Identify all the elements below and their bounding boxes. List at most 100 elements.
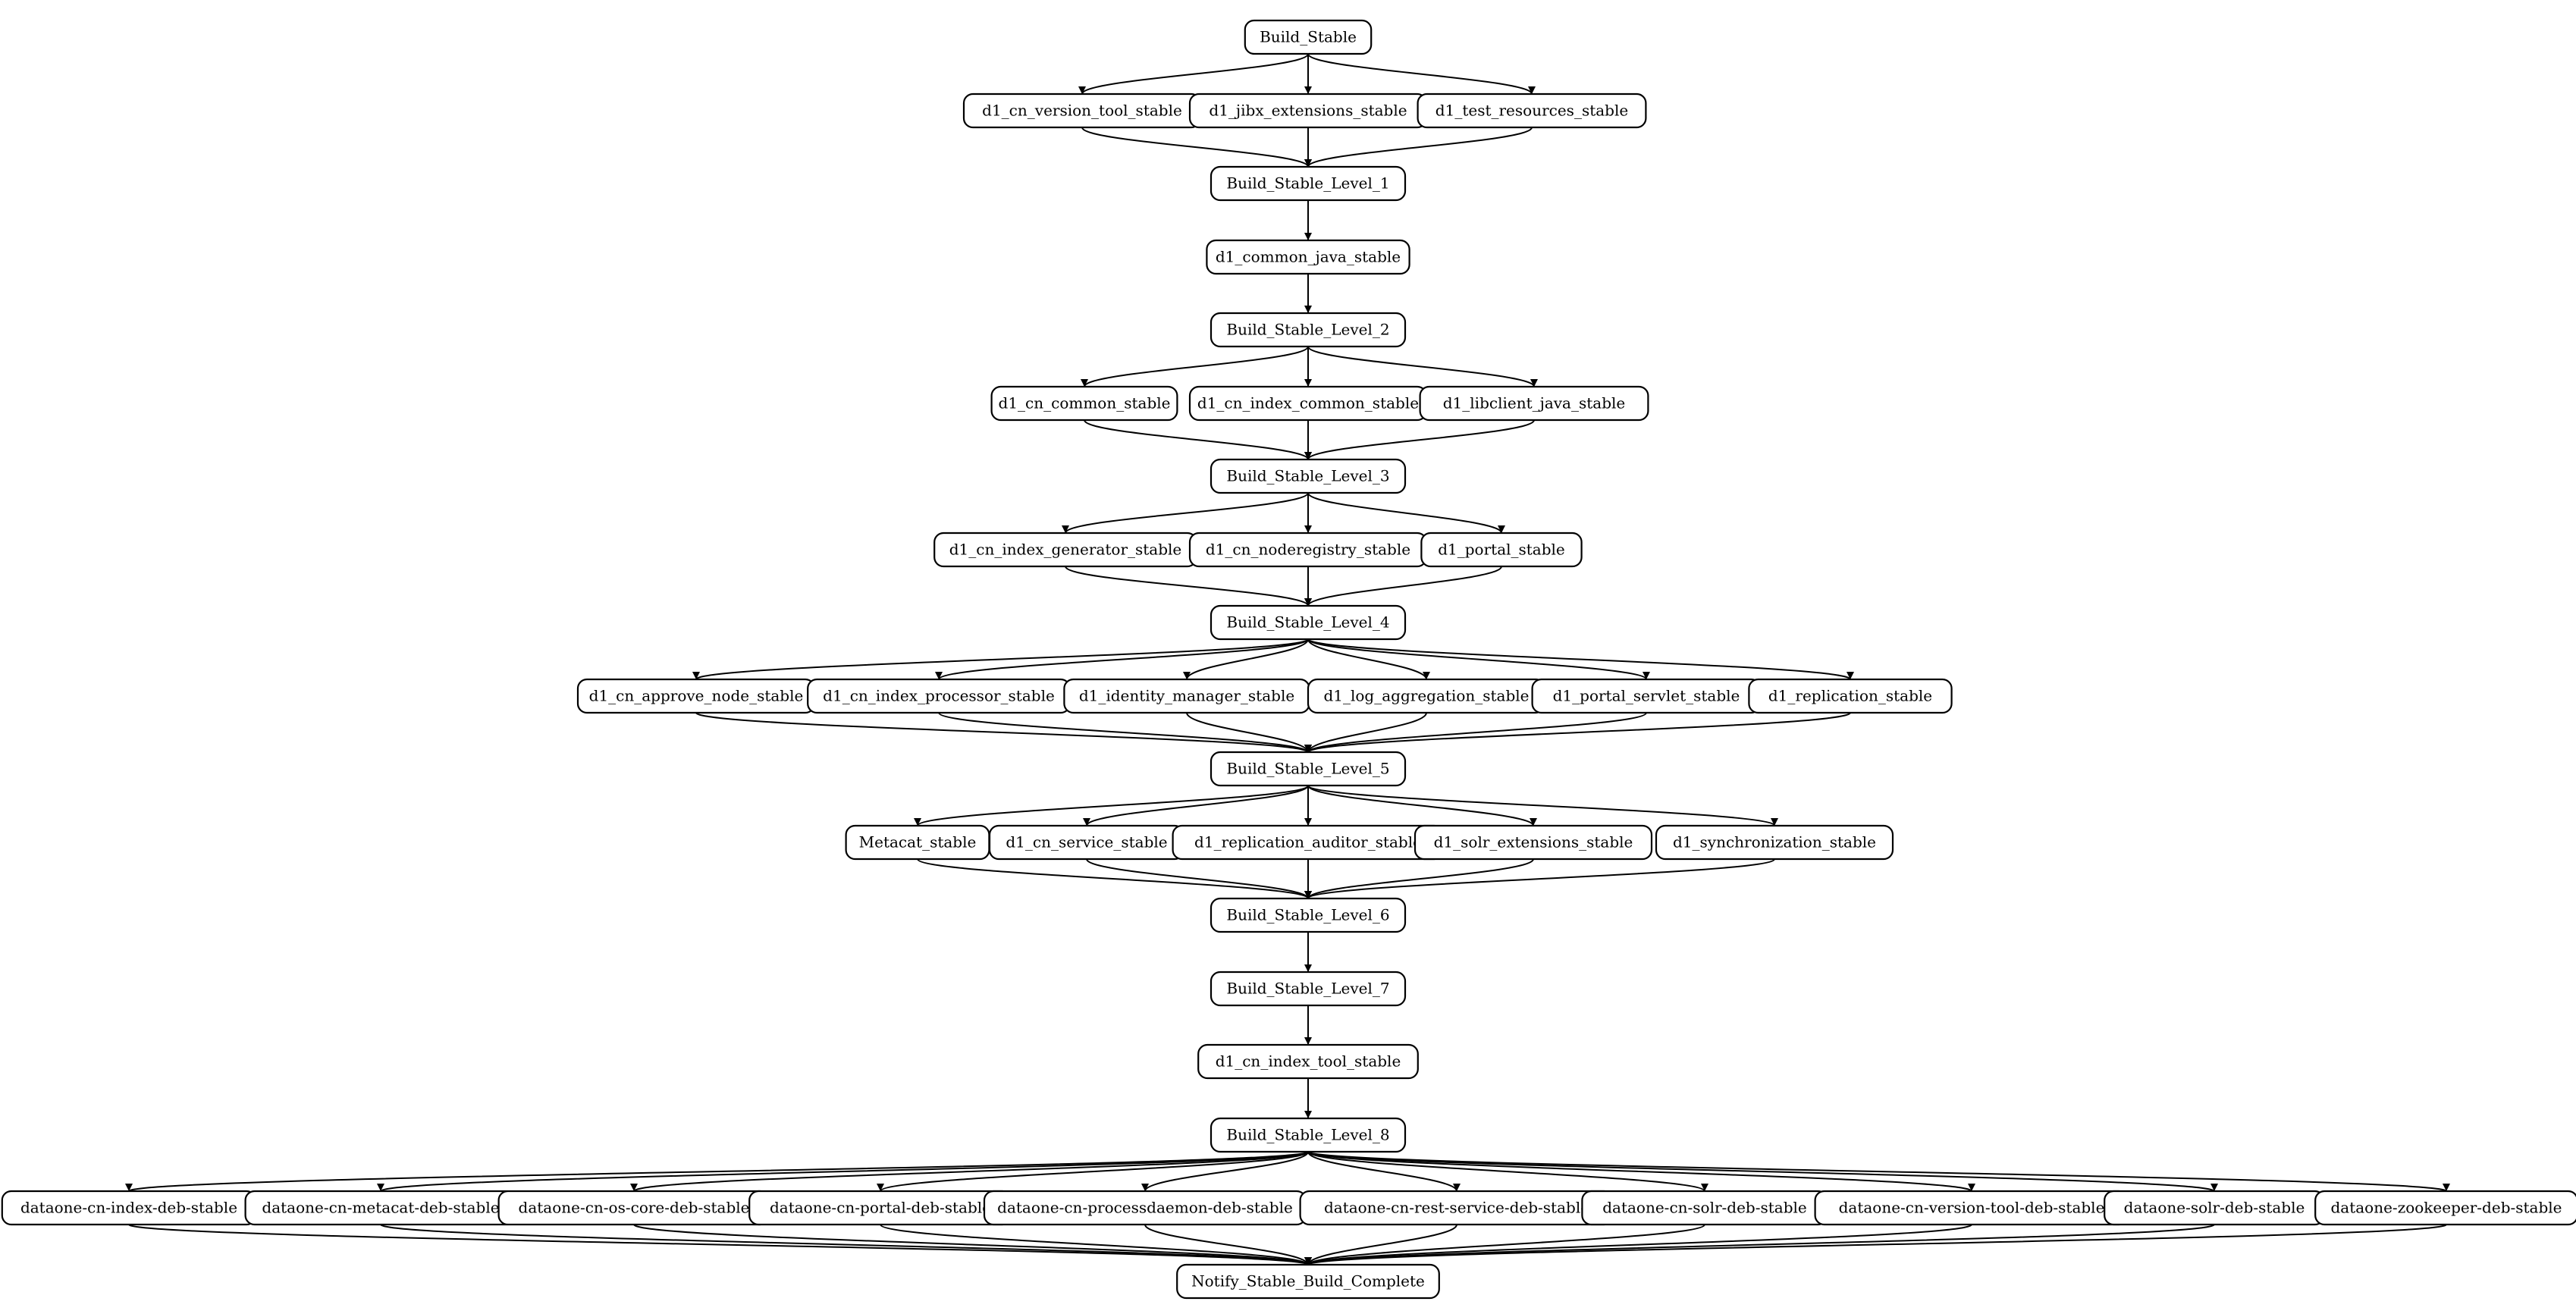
- node-dataone-cn-rest-service-deb-stable: dataone-cn-rest-service-deb-stable: [1299, 1190, 1614, 1226]
- node-label: d1_cn_service_stable: [1006, 833, 1167, 851]
- edge-build-stable-level-8-to-dataone-cn-rest-service-deb-stable: [1307, 1151, 1461, 1192]
- node-label: d1_log_aggregation_stable: [1323, 687, 1529, 705]
- edge-d1-libclient-java-stable-to-build-stable-level-3: [1304, 419, 1535, 460]
- edge-build-stable-level-8-to-dataone-zookeeper-deb-stable: [1307, 1151, 2450, 1192]
- edge-dataone-cn-index-deb-stable-to-notify-stable-build-complete: [128, 1224, 1312, 1265]
- node-label: Build_Stable_Level_7: [1226, 980, 1389, 998]
- node-label: dataone-cn-portal-deb-stable: [770, 1199, 991, 1217]
- edge-d1-synchronization-stable-to-build-stable-level-6: [1304, 858, 1775, 899]
- node-d1-cn-common-stable: d1_cn_common_stable: [990, 385, 1178, 422]
- node-dataone-cn-portal-deb-stable: dataone-cn-portal-deb-stable: [748, 1190, 1012, 1226]
- edge-build-stable-level-5-to-d1-cn-service-stable: [1083, 785, 1309, 826]
- node-box: [1417, 93, 1647, 129]
- node-d1-test-resources-stable: d1_test_resources_stable: [1417, 93, 1647, 129]
- edge-dataone-cn-rest-service-deb-stable-to-notify-stable-build-complete: [1304, 1224, 1457, 1265]
- node-d1-cn-noderegistry-stable: d1_cn_noderegistry_stable: [1188, 532, 1428, 568]
- node-build-stable-level-3: Build_Stable_Level_3: [1210, 458, 1407, 494]
- node-label: d1_solr_extensions_stable: [1434, 833, 1633, 851]
- edge-build-stable-level-3-to-d1-portal-stable: [1307, 492, 1505, 534]
- edge-build-stable-level-2-to-d1-cn-common-stable: [1081, 346, 1309, 387]
- node-dataone-cn-index-deb-stable: dataone-cn-index-deb-stable: [1, 1190, 257, 1226]
- edge-build-stable-level-8-to-dataone-cn-portal-deb-stable: [877, 1151, 1309, 1192]
- node-box: [1244, 19, 1373, 55]
- node-label: d1_jibx_extensions_stable: [1209, 102, 1407, 120]
- node-label: Build_Stable_Level_5: [1226, 760, 1389, 778]
- node-label: Build_Stable_Level_2: [1226, 321, 1389, 339]
- node-d1-replication-stable: d1_replication_stable: [1748, 678, 1953, 714]
- edge-d1-portal-servlet-stable-to-build-stable-level-5: [1304, 712, 1647, 753]
- node-label: Metacat_stable: [859, 833, 977, 851]
- node-label: dataone-cn-index-deb-stable: [20, 1199, 237, 1217]
- node-box: [1419, 385, 1649, 422]
- edge-dataone-cn-processdaemon-deb-stable-to-notify-stable-build-complete: [1144, 1224, 1312, 1265]
- edge-dataone-cn-solr-deb-stable-to-notify-stable-build-complete: [1304, 1224, 1705, 1265]
- node-dataone-cn-processdaemon-deb-stable: dataone-cn-processdaemon-deb-stable: [983, 1190, 1307, 1226]
- node-box: [1655, 824, 1894, 861]
- node-d1-synchronization-stable: d1_synchronization_stable: [1655, 824, 1894, 861]
- node-label: dataone-zookeeper-deb-stable: [2330, 1199, 2562, 1217]
- node-label: d1_libclient_java_stable: [1443, 394, 1625, 412]
- edge-build-stable-level-8-to-dataone-cn-os-core-deb-stable: [630, 1151, 1309, 1192]
- node-label: Build_Stable_Level_8: [1226, 1126, 1389, 1144]
- node-box: [1210, 1117, 1407, 1153]
- node-box: [1176, 1263, 1440, 1300]
- node-dataone-cn-solr-deb-stable: dataone-cn-solr-deb-stable: [1581, 1190, 1828, 1226]
- node-label: Build_Stable_Level_4: [1226, 613, 1389, 632]
- node-label: d1_cn_common_stable: [999, 394, 1171, 412]
- node-notify-stable-build-complete: Notify_Stable_Build_Complete: [1176, 1263, 1440, 1300]
- edge-build-stable-level-4-to-d1-cn-index-processor-stable: [935, 638, 1309, 680]
- edge-build-stable-level-8-to-dataone-solr-deb-stable: [1307, 1151, 2218, 1192]
- edge-dataone-solr-deb-stable-to-notify-stable-build-complete: [1304, 1224, 2215, 1265]
- edge-d1-cn-common-stable-to-build-stable-level-3: [1084, 419, 1312, 460]
- edge-build-stable-level-5-to-metacat-stable: [914, 785, 1309, 826]
- node-box: [1206, 239, 1410, 275]
- node-label: dataone-cn-processdaemon-deb-stable: [997, 1199, 1293, 1217]
- node-label: Build_Stable_Level_3: [1226, 467, 1389, 485]
- node-label: d1_portal_servlet_stable: [1553, 687, 1740, 705]
- edge-metacat-stable-to-build-stable-level-6: [917, 858, 1312, 899]
- node-box: [1210, 971, 1407, 1007]
- node-d1-cn-service-stable: d1_cn_service_stable: [988, 824, 1185, 861]
- edge-build-stable-level-4-to-d1-cn-approve-node-stable: [692, 638, 1309, 680]
- edge-d1-solr-extensions-stable-to-build-stable-level-6: [1304, 858, 1534, 899]
- node-box: [990, 385, 1178, 422]
- node-d1-solr-extensions-stable: d1_solr_extensions_stable: [1414, 824, 1653, 861]
- edge-build-stable-to-d1-cn-version-tool-stable: [1078, 53, 1309, 95]
- node-label: dataone-cn-metacat-deb-stable: [262, 1199, 499, 1217]
- node-label: d1_portal_stable: [1438, 541, 1565, 559]
- node-box: [1210, 458, 1407, 494]
- node-label: d1_cn_index_processor_stable: [823, 687, 1055, 705]
- node-label: dataone-cn-os-core-deb-stable: [519, 1199, 750, 1217]
- node-label: d1_replication_stable: [1768, 687, 1932, 705]
- node-label: d1_common_java_stable: [1216, 248, 1401, 266]
- node-label: Build_Stable_Level_1: [1226, 174, 1389, 193]
- node-label: Build_Stable_Level_6: [1226, 906, 1389, 924]
- edge-build-stable-level-2-to-d1-libclient-java-stable: [1307, 346, 1538, 387]
- node-dataone-zookeeper-deb-stable: dataone-zookeeper-deb-stable: [2314, 1190, 2576, 1226]
- node-build-stable: Build_Stable: [1244, 19, 1373, 55]
- edge-d1-identity-manager-stable-to-build-stable-level-5: [1186, 712, 1312, 753]
- node-box: [1414, 824, 1653, 861]
- node-box: [1210, 165, 1407, 202]
- node-d1-identity-manager-stable: d1_identity_manager_stable: [1063, 678, 1310, 714]
- node-label: dataone-cn-solr-deb-stable: [1602, 1199, 1807, 1217]
- edge-build-stable-level-4-to-d1-identity-manager-stable: [1183, 638, 1309, 680]
- node-dataone-solr-deb-stable: dataone-solr-deb-stable: [2104, 1190, 2325, 1226]
- node-d1-cn-approve-node-stable: d1_cn_approve_node_stable: [576, 678, 816, 714]
- node-box: [1210, 312, 1407, 348]
- node-label: d1_cn_index_tool_stable: [1216, 1052, 1401, 1071]
- edge-build-stable-level-5-to-d1-synchronization-stable: [1307, 785, 1778, 826]
- edge-build-stable-level-8-to-dataone-cn-processdaemon-deb-stable: [1141, 1151, 1309, 1192]
- node-d1-portal-servlet-stable: d1_portal_servlet_stable: [1531, 678, 1762, 714]
- edge-d1-cn-index-processor-stable-to-build-stable-level-5: [938, 712, 1312, 753]
- edge-dataone-zookeeper-deb-stable-to-notify-stable-build-complete: [1304, 1224, 2447, 1265]
- edge-build-stable-level-4-to-d1-log-aggregation-stable: [1307, 638, 1430, 680]
- node-d1-replication-auditor-stable: d1_replication_auditor_stable: [1172, 824, 1445, 861]
- edge-build-stable-level-4-to-d1-replication-stable: [1307, 638, 1854, 680]
- node-d1-cn-index-processor-stable: d1_cn_index_processor_stable: [807, 678, 1071, 714]
- node-label: dataone-cn-version-tool-deb-stable: [1839, 1199, 2105, 1217]
- node-label: d1_replication_auditor_stable: [1194, 833, 1422, 851]
- edge-dataone-cn-os-core-deb-stable-to-notify-stable-build-complete: [633, 1224, 1312, 1265]
- node-d1-jibx-extensions-stable: d1_jibx_extensions_stable: [1188, 93, 1428, 129]
- node-label: d1_cn_index_generator_stable: [949, 541, 1182, 559]
